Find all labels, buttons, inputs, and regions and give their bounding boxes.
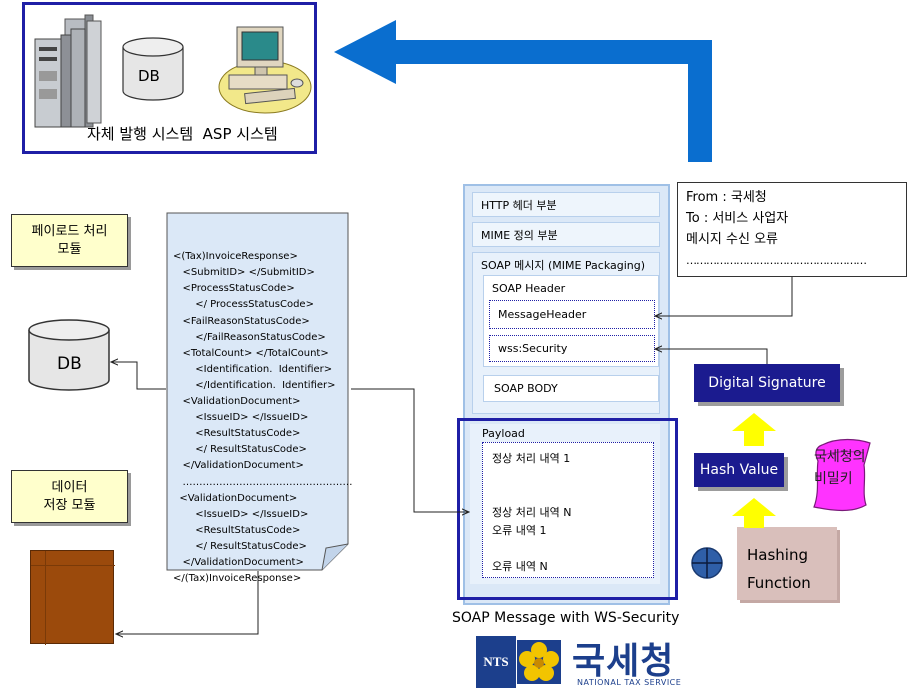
server-icon — [34, 14, 102, 128]
server-rack-front — [34, 28, 86, 128]
response-arrow — [390, 40, 712, 162]
database-icon — [122, 37, 184, 101]
hash-value: Hash Value — [694, 453, 784, 487]
from-line: From : 국세청 — [686, 190, 767, 205]
message-line: 메시지 수신 오류 — [686, 232, 778, 247]
payload-module: 페이로드 처리 모듈 — [11, 214, 128, 267]
xml-line: <Identification. Identifier> — [173, 363, 333, 375]
nts-logo-english: NATIONAL TAX SERVICE — [577, 678, 682, 687]
payload-line: 정상 처리 내역 N — [492, 506, 572, 519]
from-to-header-arrow — [655, 277, 793, 316]
xml-line: <ValidationDocument> — [173, 492, 298, 504]
xml-line: </ValidationDocument> — [173, 556, 304, 568]
signature-to-security-arrow — [655, 349, 768, 364]
xml-line: </(Tax)InvoiceResponse> — [173, 573, 302, 585]
xml-line: </FailReasonStatusCode> — [173, 331, 326, 343]
xml-line: </ ResultStatusCode> — [173, 540, 307, 552]
doc-to-storage-arrow — [116, 571, 259, 634]
database-icon — [28, 319, 110, 391]
payload-line: 오류 내역 N — [492, 560, 548, 573]
doc-to-db-arrow — [111, 362, 166, 390]
response-arrow-head — [334, 20, 396, 84]
xml-document-shape — [166, 212, 349, 571]
xml-line: </ ResultStatusCode> — [173, 444, 307, 456]
soap-message-part: SOAP 메시지 (MIME Packaging) SOAP Header Me… — [472, 252, 660, 414]
combine-icon — [691, 547, 723, 579]
xml-line: <IssueID> </IssueID> — [173, 508, 309, 520]
module-db-label: DB — [57, 354, 82, 374]
up-arrow-icon — [732, 413, 776, 446]
from-box: From : 국세청 To : 서비스 사업자 메시지 수신 오류 ………………… — [677, 182, 907, 277]
xml-line: <IssueID> </IssueID> — [173, 412, 309, 424]
xml-document: <(Tax)InvoiceResponse> <SubmitID> </Subm… — [173, 217, 353, 603]
payload-link — [351, 388, 469, 512]
http-header-part: HTTP 헤더 부분 — [472, 192, 660, 217]
system-panel: DB 자체 발행 시스템 ASP 시스템 — [22, 2, 317, 154]
payload-content: 정상 처리 내역 1 정상 처리 내역 N 오류 내역 1 오류 내역 N — [482, 442, 654, 578]
soap-header-label: SOAP Header — [492, 282, 566, 295]
xml-line: …………………………………………… — [173, 476, 353, 488]
xml-line: </Identification. Identifier> — [173, 379, 336, 391]
storage-module: 데이터 저장 모듈 — [11, 470, 128, 523]
xml-line: <(Tax)InvoiceResponse> — [173, 251, 298, 263]
soap-message-label: SOAP 메시지 (MIME Packaging) — [481, 259, 646, 272]
xml-line: <TotalCount> </TotalCount> — [173, 347, 329, 359]
private-key-icon — [813, 438, 871, 512]
soap-body: SOAP BODY — [483, 375, 659, 402]
xml-line: <ResultStatusCode> — [173, 524, 301, 536]
dots-line: ……………………………………………… — [686, 254, 867, 267]
system-caption: 자체 발행 시스템 ASP 시스템 — [87, 125, 278, 143]
computer-icon — [218, 26, 312, 114]
up-arrow-icon — [732, 498, 776, 528]
wss-security: wss:Security — [489, 335, 655, 362]
mime-part: MIME 정의 부분 — [472, 222, 660, 247]
xml-line: <ProcessStatusCode> — [173, 283, 295, 295]
payload-part: Payload 정상 처리 내역 1 정상 처리 내역 N 오류 내역 1 오류… — [470, 424, 660, 584]
xml-line: <SubmitID> </SubmitID> — [173, 267, 315, 279]
hashing-function: Hashing Function — [737, 527, 837, 600]
to-line: To : 서비스 사업자 — [686, 211, 789, 226]
xml-line: </ValidationDocument> — [173, 460, 304, 472]
flower-emblem-icon — [517, 640, 561, 684]
payload-frame — [457, 418, 678, 600]
nts-logo-mark: NTS — [476, 636, 516, 688]
digital-signature: Digital Signature — [694, 364, 840, 402]
payload-label: Payload — [482, 427, 525, 440]
payload-line: 정상 처리 내역 1 — [492, 452, 571, 465]
nts-logo-korean: 국세청 — [572, 641, 675, 682]
soap-caption: SOAP Message with WS-Security — [452, 610, 680, 626]
storage-block — [30, 550, 115, 645]
xml-line: </ ProcessStatusCode> — [173, 299, 314, 311]
system-db-label: DB — [138, 67, 160, 85]
xml-line: <ResultStatusCode> — [173, 428, 301, 440]
private-key-label: 국세청의 비밀키 — [814, 449, 866, 487]
xml-line: <ValidationDocument> — [173, 396, 301, 408]
payload-line: 오류 내역 1 — [492, 524, 547, 537]
xml-line: <FailReasonStatusCode> — [173, 315, 310, 327]
